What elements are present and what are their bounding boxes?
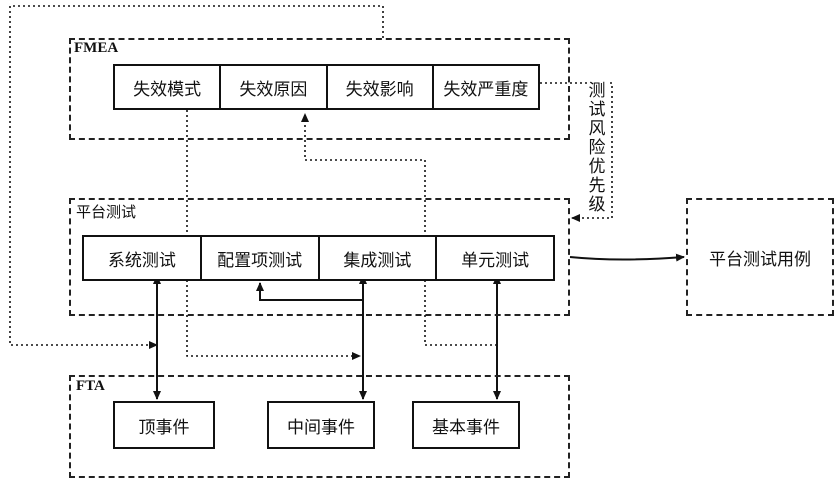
fta-group [69,375,570,478]
config-item-test-cell: 配置项测试 [202,237,320,279]
basic-event-box: 基本事件 [412,401,520,449]
failure-mode-cell: 失效模式 [115,66,222,108]
failure-cause-cell: 失效原因 [221,66,328,108]
platform-label: 平台测试 [76,203,137,221]
middle-event-box: 中间事件 [267,401,375,449]
mode-dotted-arrow [186,110,361,360]
fmea-label: FMEA [74,40,119,56]
unit-test-cell: 单元测试 [461,250,530,271]
cause-dotted-arrow [301,113,497,346]
output-arrow [569,253,685,262]
output-group [686,198,834,316]
failure-severity-cell: 失效严重度 [443,79,529,100]
top-event-box: 顶事件 [113,401,215,449]
fmea-group [69,38,570,140]
failure-effect-cell: 失效影响 [328,66,434,108]
fta-label: FTA [76,378,105,394]
loop-dotted-arrow [9,5,384,349]
integration-test-cell: 集成测试 [320,237,438,279]
severity-dotted-arrow [540,82,613,222]
platform-group [69,198,570,316]
risk-priority-label: 测试风险优先级 [587,81,607,215]
platform-row: 系统测试 配置项测试 集成测试 单元测试 [82,235,555,281]
integration-config-arrow [256,282,363,301]
platform-test-cases-label: 平台测试用例 [709,249,811,270]
fmea-row: 失效模式 失效原因 失效影响 失效严重度 [113,64,540,110]
system-test-cell: 系统测试 [84,237,202,279]
